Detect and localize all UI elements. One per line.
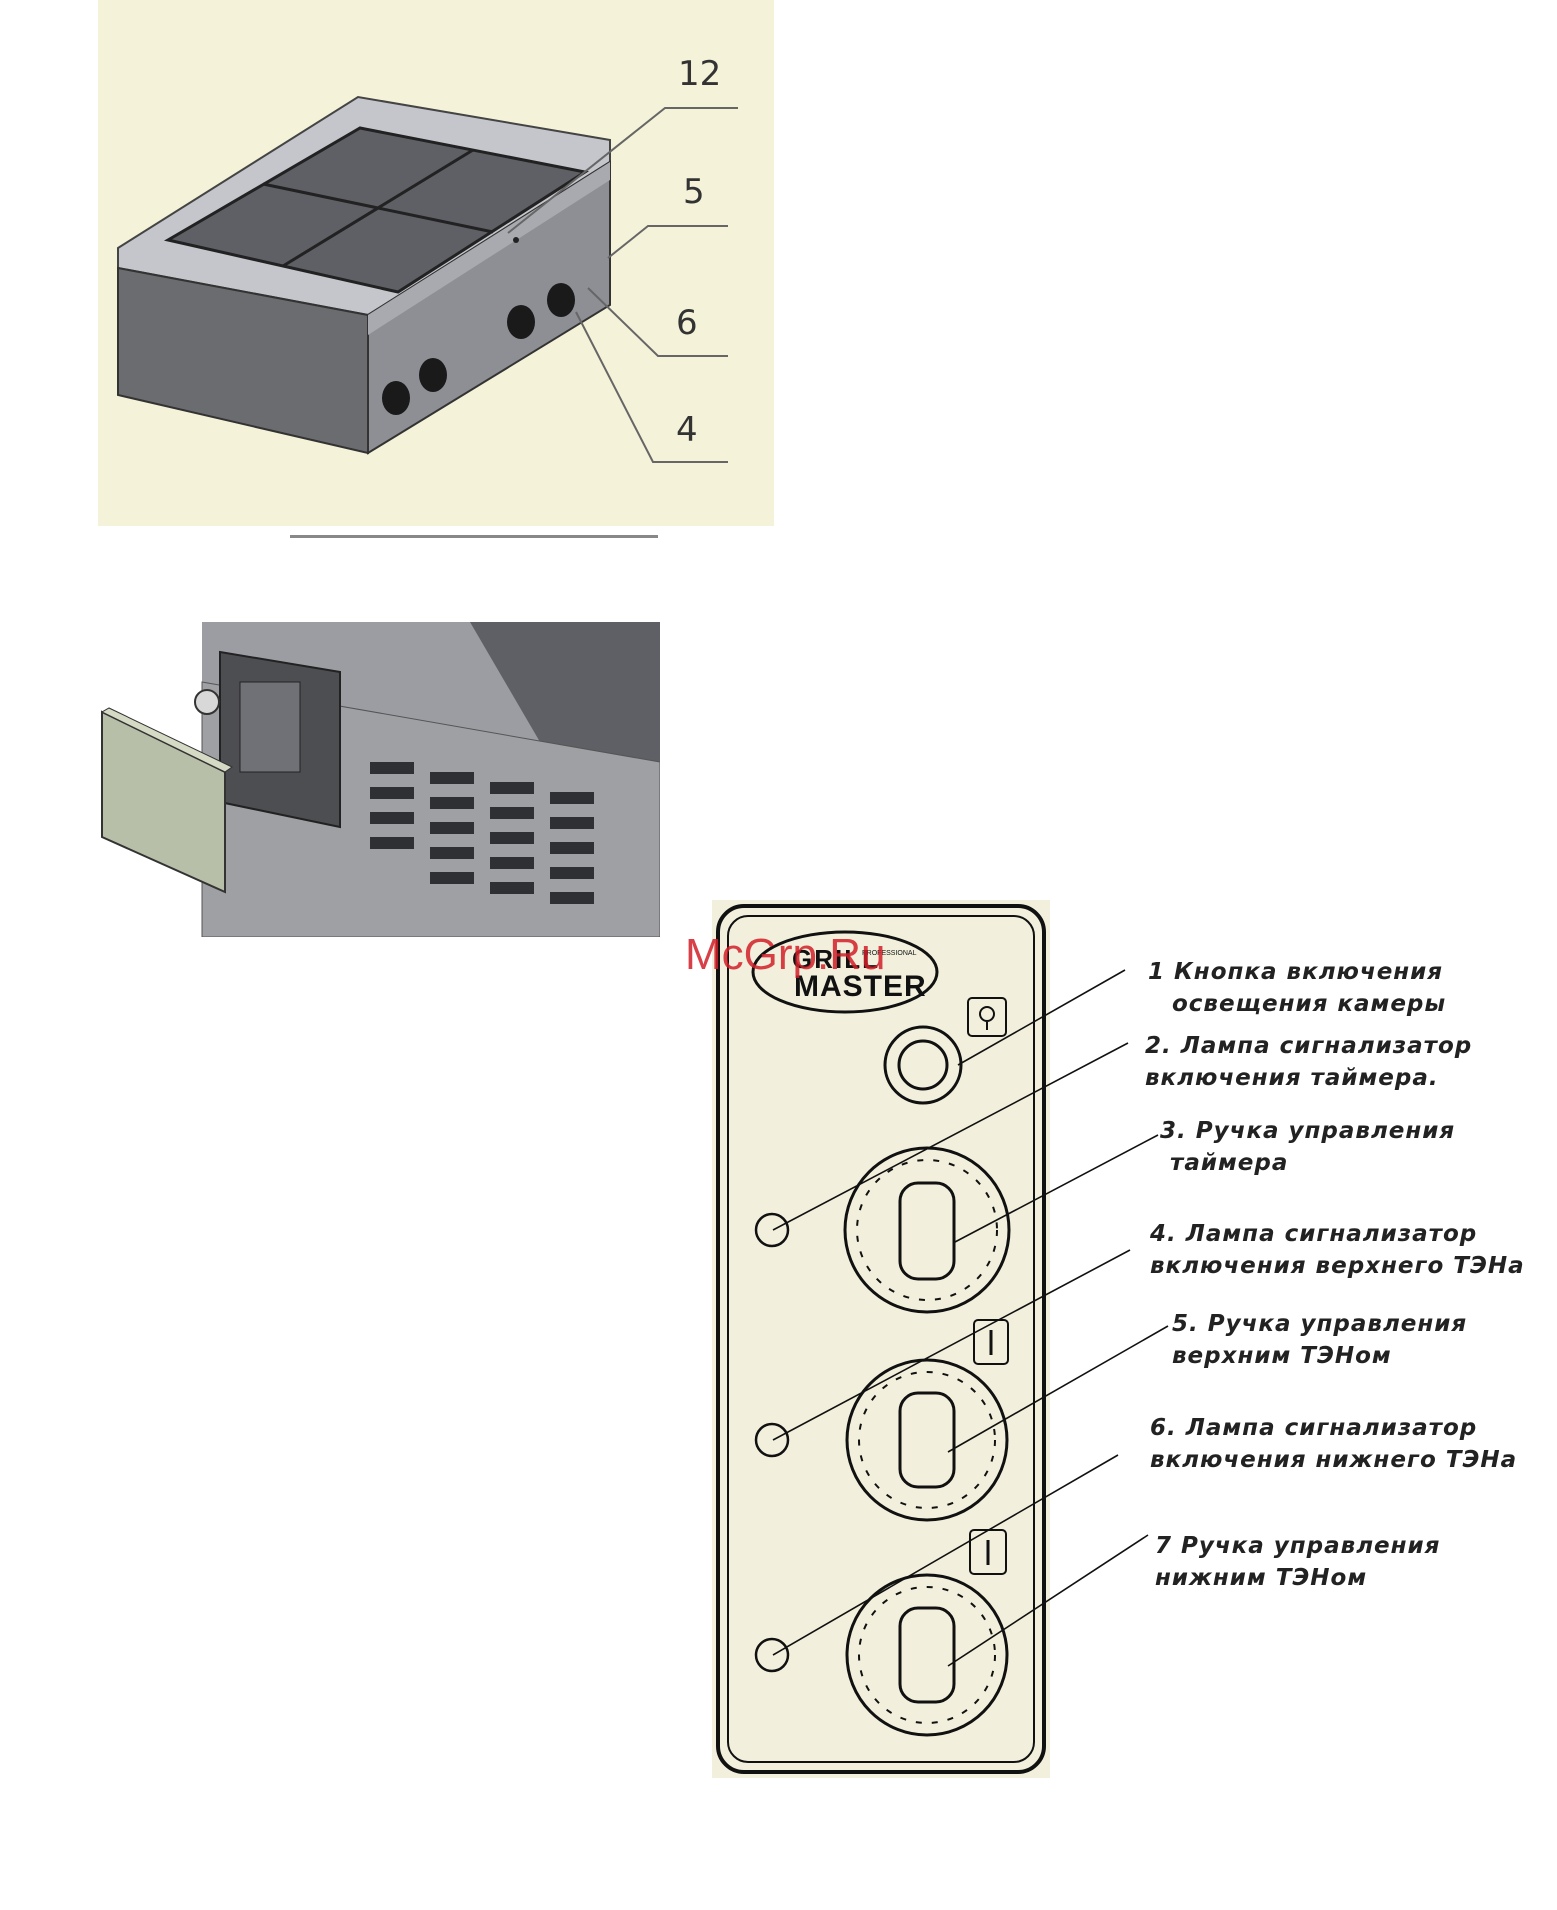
brand-logo-line1: GRILL xyxy=(792,944,880,974)
legend-item-1-line2: освещения камеры xyxy=(1172,991,1447,1017)
legend-item-1: 1 Кнопка включения освещения камеры xyxy=(1148,956,1446,1020)
figure-divider xyxy=(290,535,658,538)
legend-item-2-line1: 2. Лампа сигнализатор xyxy=(1145,1033,1473,1059)
side-panel-figure xyxy=(100,622,661,938)
legend-item-7-line1: 7 Ручка управления xyxy=(1155,1533,1441,1559)
control-panel-figure: GRILL MASTER PROFESSIONAL xyxy=(712,900,1050,1778)
legend-item-5-line2: верхним ТЭНом xyxy=(1172,1343,1392,1369)
legend-item-4: 4. Лампа сигнализатор включения верхнего… xyxy=(1150,1218,1525,1282)
legend-item-1-line1: 1 Кнопка включения xyxy=(1148,959,1444,985)
legend-item-3-line1: 3. Ручка управления xyxy=(1160,1118,1456,1144)
callout-5: 5 xyxy=(683,172,705,212)
legend-item-7-line2: нижним ТЭНом xyxy=(1155,1565,1368,1591)
legend-item-6: 6. Лампа сигнализатор включения нижнего … xyxy=(1150,1412,1517,1476)
legend-item-3: 3. Ручка управления таймера xyxy=(1160,1115,1455,1179)
legend-item-2: 2. Лампа сигнализатор включения таймера. xyxy=(1145,1030,1472,1094)
legend-item-4-line1: 4. Лампа сигнализатор xyxy=(1150,1221,1478,1247)
callout-6: 6 xyxy=(676,303,698,343)
legend-item-6-line2: включения нижнего ТЭНа xyxy=(1150,1447,1518,1473)
stove-drawing xyxy=(117,95,738,463)
legend-item-3-line2: таймера xyxy=(1170,1150,1289,1176)
watermark: McGrp.Ru xyxy=(685,930,886,979)
legend-item-5-line1: 5. Ручка управления xyxy=(1172,1311,1468,1337)
legend-item-7: 7 Ручка управления нижним ТЭНом xyxy=(1155,1530,1440,1594)
brand-logo-small: PROFESSIONAL xyxy=(862,950,917,957)
brand-logo-line2: MASTER xyxy=(794,970,927,1003)
legend-item-5: 5. Ручка управления верхним ТЭНом xyxy=(1172,1308,1467,1372)
stove-figure: 12 5 6 4 xyxy=(98,0,774,526)
callout-4: 4 xyxy=(676,410,698,450)
callout-12: 12 xyxy=(678,54,722,94)
legend-item-2-line2: включения таймера. xyxy=(1145,1065,1439,1091)
side-panel-drawing xyxy=(100,622,661,938)
legend-item-6-line1: 6. Лампа сигнализатор xyxy=(1150,1415,1478,1441)
legend-item-4-line2: включения верхнего ТЭНа xyxy=(1150,1253,1525,1279)
control-panel-drawing xyxy=(716,904,1046,1774)
